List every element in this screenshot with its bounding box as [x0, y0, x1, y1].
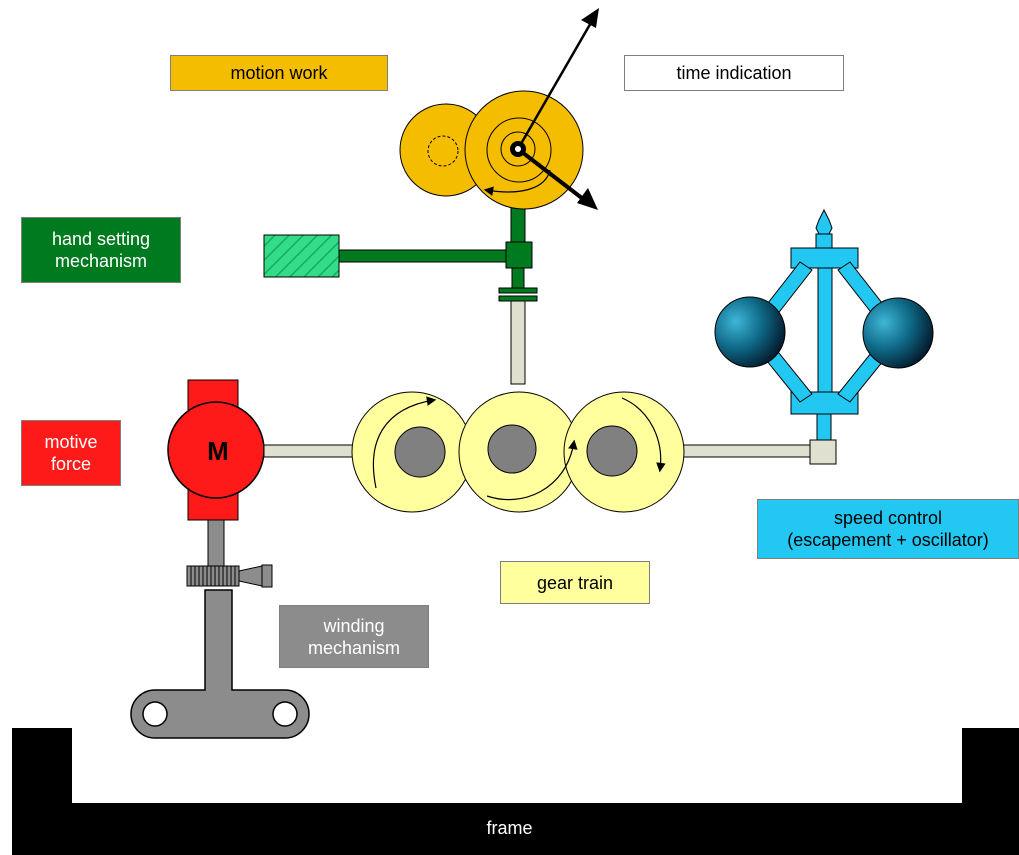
motor — [167, 379, 265, 521]
frame-label: frame — [486, 818, 533, 838]
clock-hands — [510, 8, 599, 210]
gear-train — [351, 391, 685, 513]
motor-shaft — [263, 444, 357, 458]
speed-control-governor — [714, 208, 934, 465]
vertical-shaft — [510, 299, 526, 385]
hand-setting-mechanism — [263, 206, 538, 302]
escapement-shaft — [679, 444, 813, 458]
speed-control-label: speed control (escapement + oscillator) — [757, 499, 1019, 559]
motive-force-label: motive force — [21, 420, 121, 486]
frame — [12, 728, 1019, 855]
winding-mechanism-label: winding mechanism — [279, 605, 429, 668]
time-indication-label: time indication — [624, 55, 844, 91]
motion-work-label: motion work — [170, 55, 388, 91]
motion-work — [399, 90, 584, 210]
winding-key — [130, 518, 310, 739]
hand-setting-label: hand setting mechanism — [21, 217, 181, 283]
gear-train-label: gear train — [500, 561, 650, 604]
motor-label: M — [207, 436, 229, 466]
